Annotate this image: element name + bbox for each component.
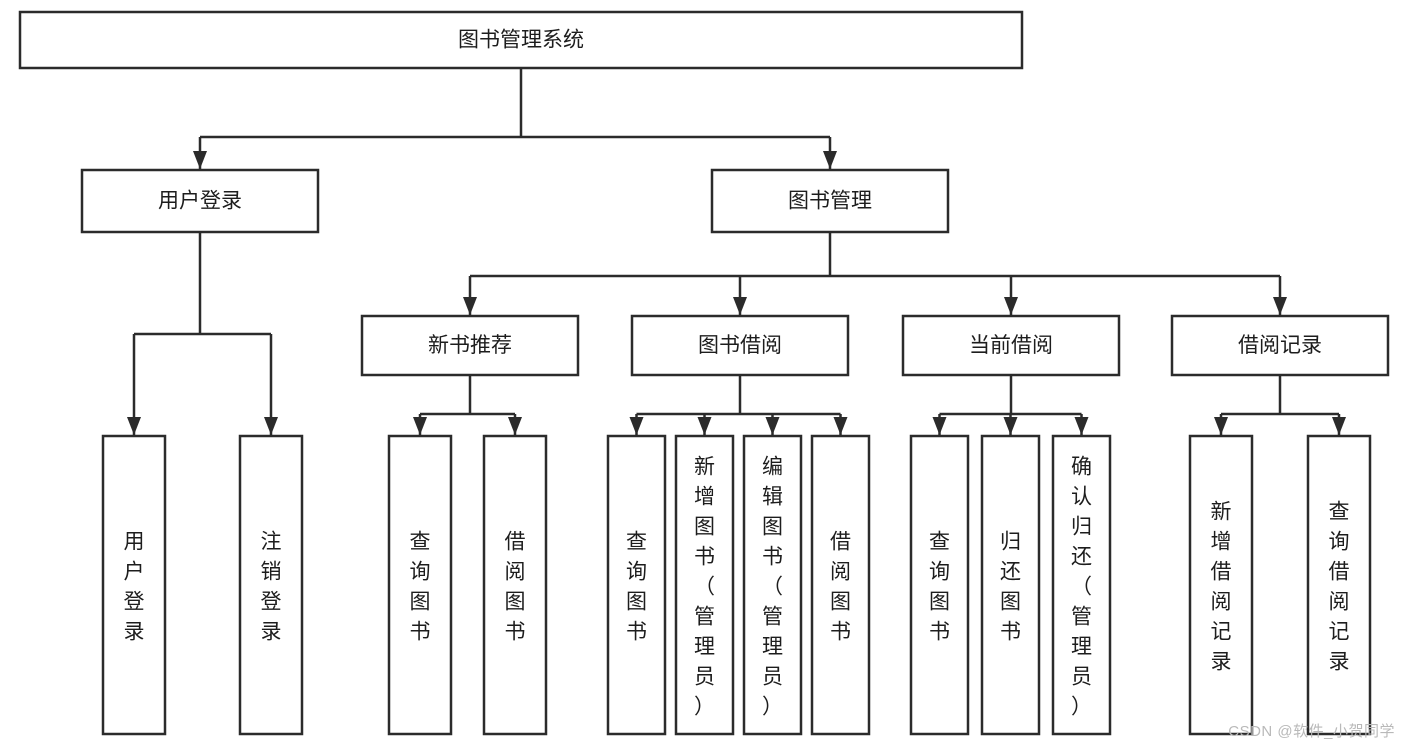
- node-label-leaf-logout: 注销登录: [261, 530, 282, 643]
- node-box-leaf-user-login: [101, 434, 167, 736]
- node-box-user-login: [80, 168, 320, 234]
- node-label-new-book-rec: 新书推荐: [428, 334, 512, 357]
- node-leaf-return-book[interactable]: 归还图书: [980, 434, 1041, 736]
- arrow-head-icon: [463, 297, 477, 315]
- node-book-manage[interactable]: 图书管理: [710, 168, 950, 234]
- node-label-book-manage: 图书管理: [788, 190, 872, 213]
- node-box-new-book-rec: [360, 314, 580, 377]
- arrow-head-icon: [697, 417, 712, 435]
- node-leaf-confirm-return[interactable]: 确认归还（管理员）: [1051, 434, 1112, 736]
- node-leaf-user-login[interactable]: 用户登录: [101, 434, 167, 736]
- node-box-leaf-borrow-book-2: [810, 434, 871, 736]
- node-label-leaf-query-book-1: 查询图书: [410, 530, 431, 643]
- node-box-leaf-logout: [238, 434, 304, 736]
- arrow-head-icon: [1074, 417, 1089, 435]
- node-box-current-borrow: [901, 314, 1121, 377]
- node-new-book-rec[interactable]: 新书推荐: [360, 314, 580, 377]
- node-root[interactable]: 图书管理系统: [18, 10, 1024, 70]
- node-user-login[interactable]: 用户登录: [80, 168, 320, 234]
- node-leaf-query-record[interactable]: 查询借阅记录: [1306, 434, 1372, 736]
- node-label-leaf-edit-book: 编辑图书（管理员）: [762, 455, 783, 718]
- node-box-leaf-confirm-return: [1051, 434, 1112, 736]
- arrow-head-icon: [193, 151, 207, 169]
- node-box-leaf-query-book-3: [909, 434, 970, 736]
- node-label-root: 图书管理系统: [458, 29, 584, 52]
- node-box-leaf-edit-book: [742, 434, 803, 736]
- node-leaf-query-book-2[interactable]: 查询图书: [606, 434, 667, 736]
- node-label-leaf-confirm-return: 确认归还（管理员）: [1071, 455, 1092, 718]
- node-leaf-borrow-book-2[interactable]: 借阅图书: [810, 434, 871, 736]
- node-box-leaf-query-record: [1306, 434, 1372, 736]
- node-leaf-query-book-1[interactable]: 查询图书: [387, 434, 453, 736]
- arrow-head-icon: [823, 151, 837, 169]
- arrow-head-icon: [508, 417, 522, 435]
- arrow-head-icon: [1214, 417, 1228, 435]
- arrow-head-icon: [1003, 417, 1018, 435]
- node-book-borrow[interactable]: 图书借阅: [630, 314, 850, 377]
- node-label-user-login: 用户登录: [158, 190, 242, 213]
- arrow-head-icon: [1004, 297, 1018, 315]
- node-box-leaf-query-book-2: [606, 434, 667, 736]
- arrow-head-icon: [264, 417, 278, 435]
- node-label-leaf-query-book-2: 查询图书: [626, 530, 647, 643]
- arrow-head-icon: [629, 417, 644, 435]
- node-label-leaf-add-book: 新增图书（管理员）: [694, 455, 715, 718]
- node-label-leaf-borrow-book-1: 借阅图书: [505, 530, 526, 643]
- connectors-layer: [127, 68, 1346, 435]
- arrow-head-icon: [733, 297, 747, 315]
- node-borrow-record[interactable]: 借阅记录: [1170, 314, 1390, 377]
- node-box-book-borrow: [630, 314, 850, 377]
- node-leaf-query-book-3[interactable]: 查询图书: [909, 434, 970, 736]
- node-label-leaf-user-login: 用户登录: [124, 530, 145, 643]
- node-leaf-edit-book[interactable]: 编辑图书（管理员）: [742, 434, 803, 736]
- node-label-leaf-query-record: 查询借阅记录: [1329, 500, 1350, 673]
- nodes-layer: 图书管理系统用户登录图书管理新书推荐图书借阅当前借阅借阅记录用户登录注销登录查询…: [18, 10, 1390, 736]
- node-label-leaf-borrow-book-2: 借阅图书: [830, 530, 851, 643]
- node-label-leaf-add-record: 新增借阅记录: [1211, 500, 1232, 673]
- node-label-leaf-return-book: 归还图书: [1000, 530, 1021, 643]
- arrow-head-icon: [413, 417, 427, 435]
- node-box-borrow-record: [1170, 314, 1390, 377]
- node-box-leaf-borrow-book-1: [482, 434, 548, 736]
- arrow-head-icon: [1273, 297, 1287, 315]
- node-box-leaf-return-book: [980, 434, 1041, 736]
- node-label-current-borrow: 当前借阅: [969, 334, 1053, 357]
- node-label-book-borrow: 图书借阅: [698, 334, 782, 357]
- node-leaf-add-book[interactable]: 新增图书（管理员）: [674, 434, 735, 736]
- node-leaf-add-record[interactable]: 新增借阅记录: [1188, 434, 1254, 736]
- arrow-head-icon: [833, 417, 848, 435]
- node-current-borrow[interactable]: 当前借阅: [901, 314, 1121, 377]
- node-leaf-borrow-book-1[interactable]: 借阅图书: [482, 434, 548, 736]
- node-label-leaf-query-book-3: 查询图书: [929, 530, 950, 643]
- node-box-leaf-add-record: [1188, 434, 1254, 736]
- arrow-head-icon: [127, 417, 141, 435]
- node-box-leaf-add-book: [674, 434, 735, 736]
- node-leaf-logout[interactable]: 注销登录: [238, 434, 304, 736]
- node-box-root: [18, 10, 1024, 70]
- node-box-book-manage: [710, 168, 950, 234]
- arrow-head-icon: [932, 417, 947, 435]
- arrow-head-icon: [1332, 417, 1346, 435]
- node-label-borrow-record: 借阅记录: [1238, 334, 1322, 357]
- arrow-head-icon: [765, 417, 780, 435]
- node-box-leaf-query-book-1: [387, 434, 453, 736]
